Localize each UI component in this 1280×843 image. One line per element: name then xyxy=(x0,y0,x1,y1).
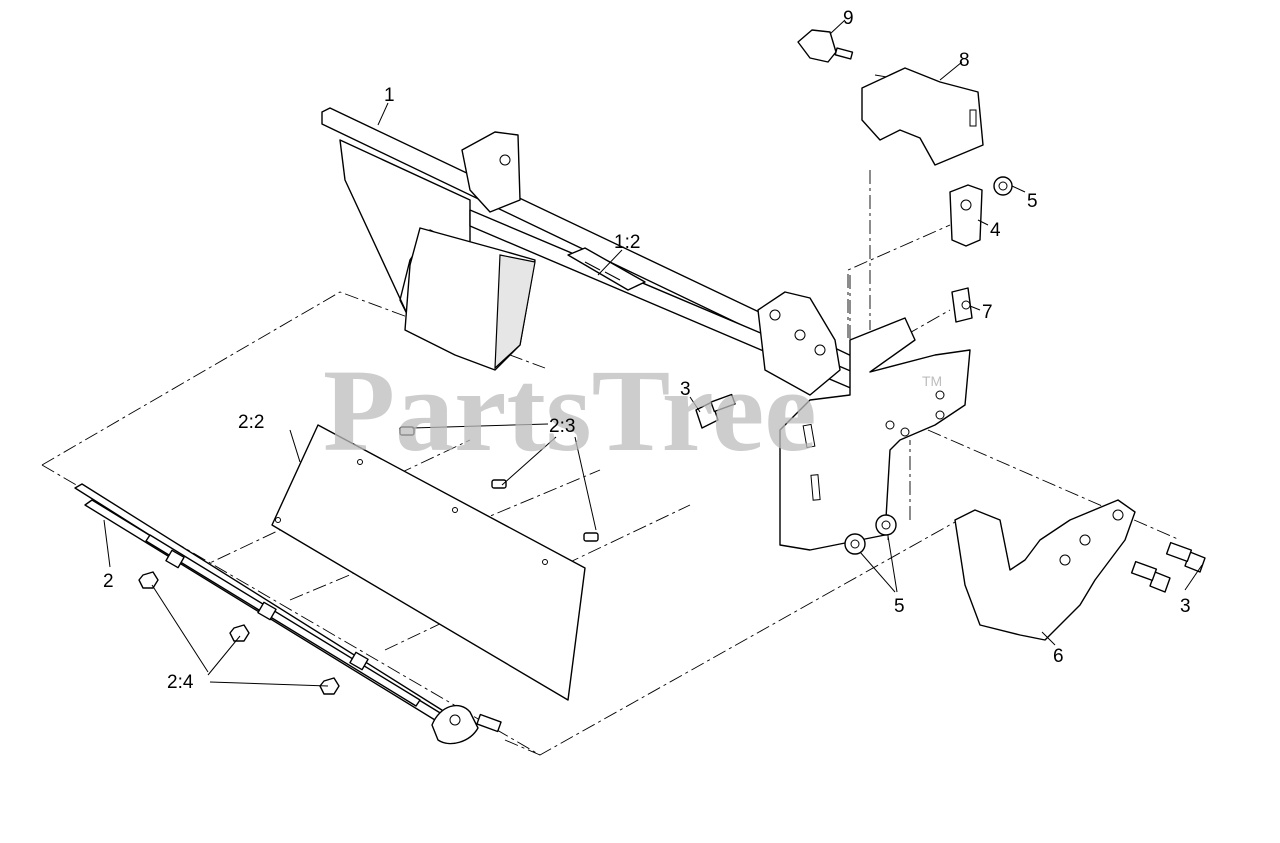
callout-1: 1 xyxy=(384,85,395,106)
callout-2-4: 2:4 xyxy=(167,672,194,693)
part-2-2-shield-plate xyxy=(271,424,586,701)
part-9-knob xyxy=(797,29,854,63)
callout-3-right: 3 xyxy=(1180,596,1191,617)
part-3-bolts xyxy=(695,393,1206,593)
part-8-cover xyxy=(861,67,984,166)
part-2-4-nuts xyxy=(138,571,340,695)
watermark-trademark: TM xyxy=(922,373,942,389)
part-2-3-screws xyxy=(399,426,599,542)
part-1-main-frame xyxy=(321,107,971,551)
callout-9: 9 xyxy=(843,8,854,29)
callout-1-2: 1:2 xyxy=(614,232,640,253)
callout-5-bottom: 5 xyxy=(894,596,905,617)
callout-2: 2 xyxy=(103,571,114,592)
callout-4: 4 xyxy=(990,220,1001,241)
part-5-nuts xyxy=(844,176,1013,555)
part-6-bracket xyxy=(954,499,1136,641)
callout-5-top: 5 xyxy=(1027,191,1038,212)
callout-8: 8 xyxy=(959,50,970,71)
callout-labels: 1 1:2 2 2:2 2:3 2:4 3 3 4 5 5 6 7 8 9 xyxy=(103,8,1191,693)
callout-3-top: 3 xyxy=(680,379,691,400)
callout-2-2: 2:2 xyxy=(238,412,264,433)
watermark-text: PartsTree xyxy=(323,345,817,476)
callout-6: 6 xyxy=(1053,646,1064,667)
callout-7: 7 xyxy=(982,302,993,323)
part-7-clip-nut xyxy=(951,287,973,323)
watermark: PartsTree TM xyxy=(323,345,942,476)
part-1-2-decal xyxy=(567,247,646,291)
assembly-guide-lines xyxy=(41,74,1181,756)
part-2-rod xyxy=(74,483,502,745)
part-4-plate xyxy=(949,184,983,247)
leader-lines xyxy=(103,19,1203,687)
callout-2-3: 2:3 xyxy=(549,416,575,437)
